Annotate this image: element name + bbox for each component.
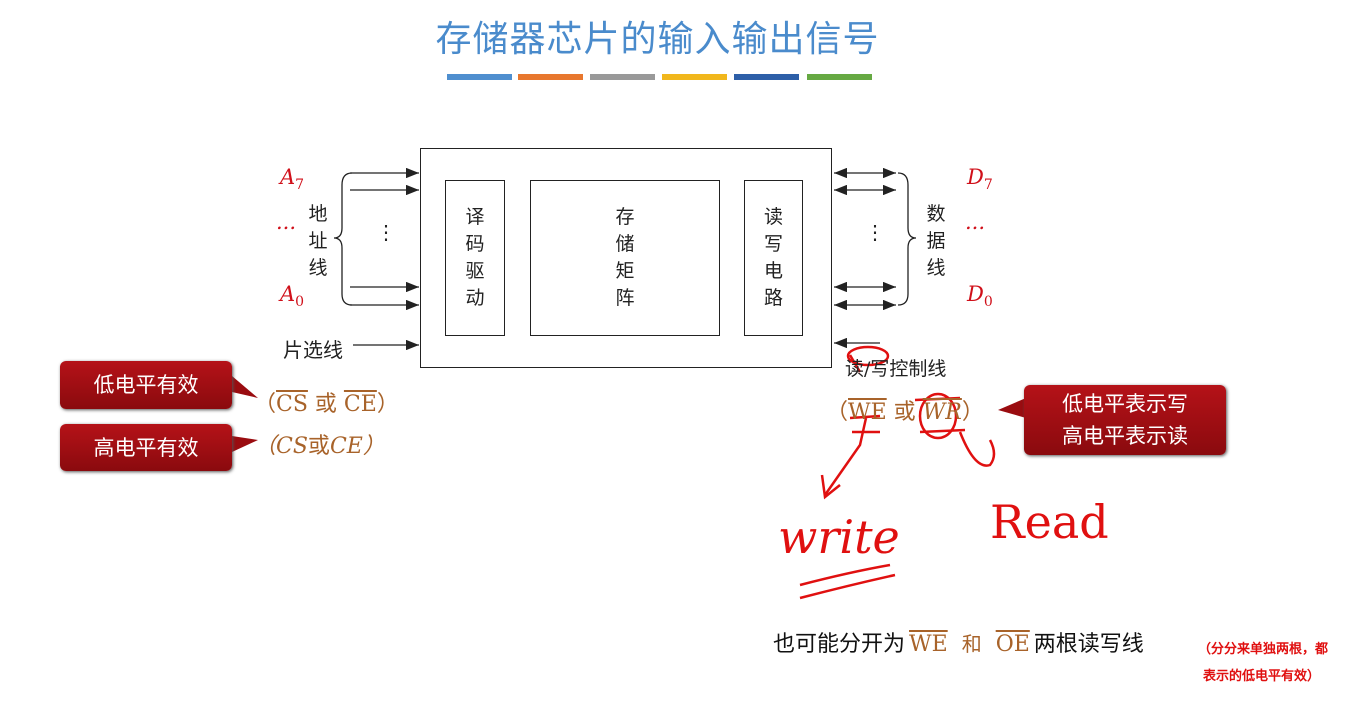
- color-bar-blue: [447, 74, 512, 80]
- callout-rw-level: 低电平表示写高电平表示读: [1024, 385, 1226, 455]
- address-dots: ⋮: [376, 220, 396, 244]
- data-d0: D0: [967, 282, 993, 311]
- callout-high-active: 高电平有效: [60, 424, 232, 471]
- decoder-block: 译码驱动: [445, 180, 505, 336]
- chip-select-label: 片选线: [283, 338, 343, 362]
- callout-low-active: 低电平有效: [60, 361, 232, 409]
- data-line-label: 数据线: [926, 203, 946, 279]
- note-line-2: 表示的低电平有效）: [1203, 669, 1321, 684]
- color-bar-gray: [590, 74, 655, 80]
- decoder-label: 译码驱动: [465, 206, 485, 309]
- address-line-label: 地址线: [308, 203, 328, 279]
- rw-circuit-label: 读写电路: [763, 206, 783, 309]
- low-active-signals: （CS 或 CE）: [254, 392, 399, 417]
- rw-signals: （WE 或 WR）: [826, 400, 984, 425]
- memory-matrix-block: 存储矩阵: [530, 180, 720, 336]
- memory-chip: [420, 148, 832, 368]
- address-a0: A0: [280, 282, 305, 311]
- color-bar-orange: [518, 74, 583, 80]
- data-ellipsis: ...: [965, 210, 986, 234]
- matrix-label: 存储矩阵: [615, 206, 635, 309]
- data-d7: D7: [967, 165, 993, 194]
- handwritten-read: Read: [990, 495, 1109, 549]
- color-bar-yellow: [662, 74, 727, 80]
- color-bar-green: [807, 74, 872, 80]
- rw-control-label: 读/写控制线: [845, 358, 947, 380]
- slide-title: 存储器芯片的输入输出信号: [435, 19, 880, 60]
- high-active-signals: （CS或CE）: [254, 434, 385, 459]
- handwritten-write: write: [778, 510, 900, 564]
- color-bar-darkblue: [734, 74, 799, 80]
- rw-circuit-block: 读写电路: [744, 180, 803, 336]
- address-a7: A7: [280, 165, 305, 194]
- note-line-1: （分分来单独两根，都: [1198, 642, 1329, 657]
- data-dots: ⋮: [865, 220, 885, 244]
- address-ellipsis: ...: [276, 210, 297, 234]
- handwritten-annotations: [799, 345, 996, 600]
